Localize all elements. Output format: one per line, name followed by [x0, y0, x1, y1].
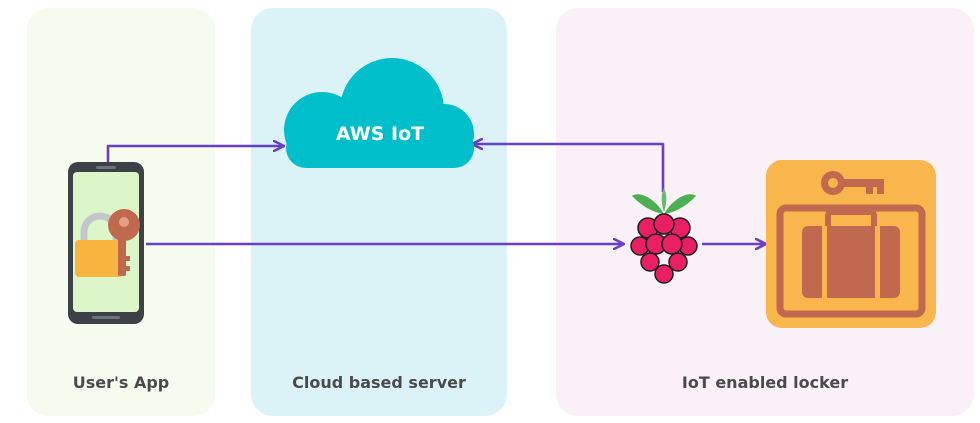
- cloud-icon: AWS IoT: [284, 58, 474, 168]
- edge-phone-to-cloud: [106, 146, 284, 166]
- cloud-server-caption: Cloud based server: [292, 373, 466, 392]
- edge-raspberry-to-cloud: [472, 144, 665, 192]
- padlock-key-icon: [75, 209, 140, 277]
- locker-suitcase-icon: [766, 160, 936, 328]
- users-app-caption: User's App: [72, 373, 170, 392]
- key-icon: [821, 171, 884, 195]
- iot-locker-caption: IoT enabled locker: [681, 373, 849, 392]
- suitcase-icon: [802, 209, 900, 298]
- raspberry-pi-icon: [630, 188, 698, 284]
- cloud-label: AWS IoT: [336, 123, 424, 145]
